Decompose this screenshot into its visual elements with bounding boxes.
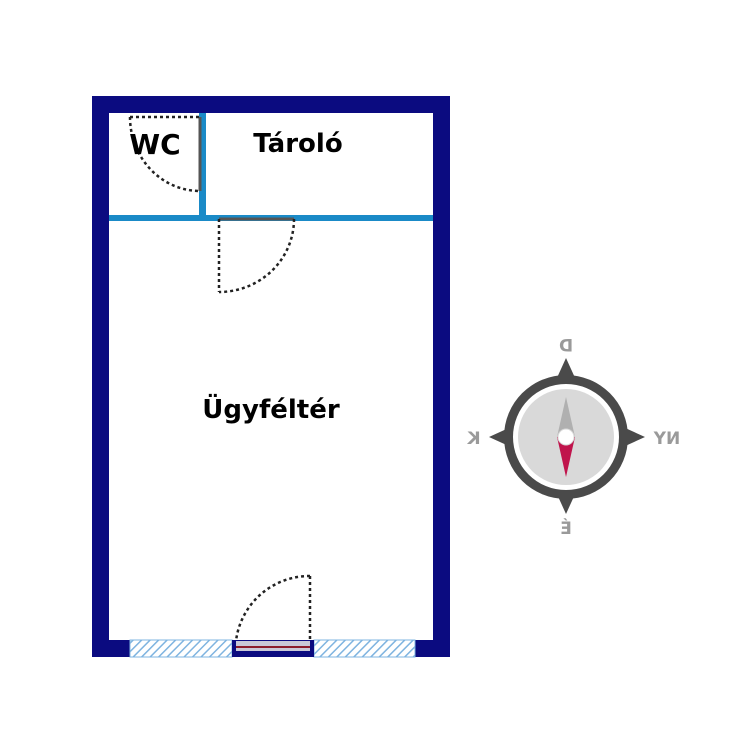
room-label-customer-area: Ügyféltér [202,392,340,425]
wc-door [128,115,202,193]
room-label-storage: Tároló [253,129,342,159]
compass-pointer-right [623,427,645,447]
compass-label-left: K [467,429,481,449]
compass-needle-north [557,397,575,437]
front-windows [129,639,416,658]
compass-needle-south [557,437,575,477]
entrance-door [232,574,314,657]
compass-rose: D É K NY [467,334,681,539]
room-label-wc: WC [129,128,180,161]
outer-walls [92,96,450,657]
compass-pointer-top [556,358,576,380]
compass-label-bottom: É [560,517,572,539]
compass-label-right: NY [653,429,680,449]
storage-door [217,217,296,294]
compass-label-top: D [559,334,573,354]
